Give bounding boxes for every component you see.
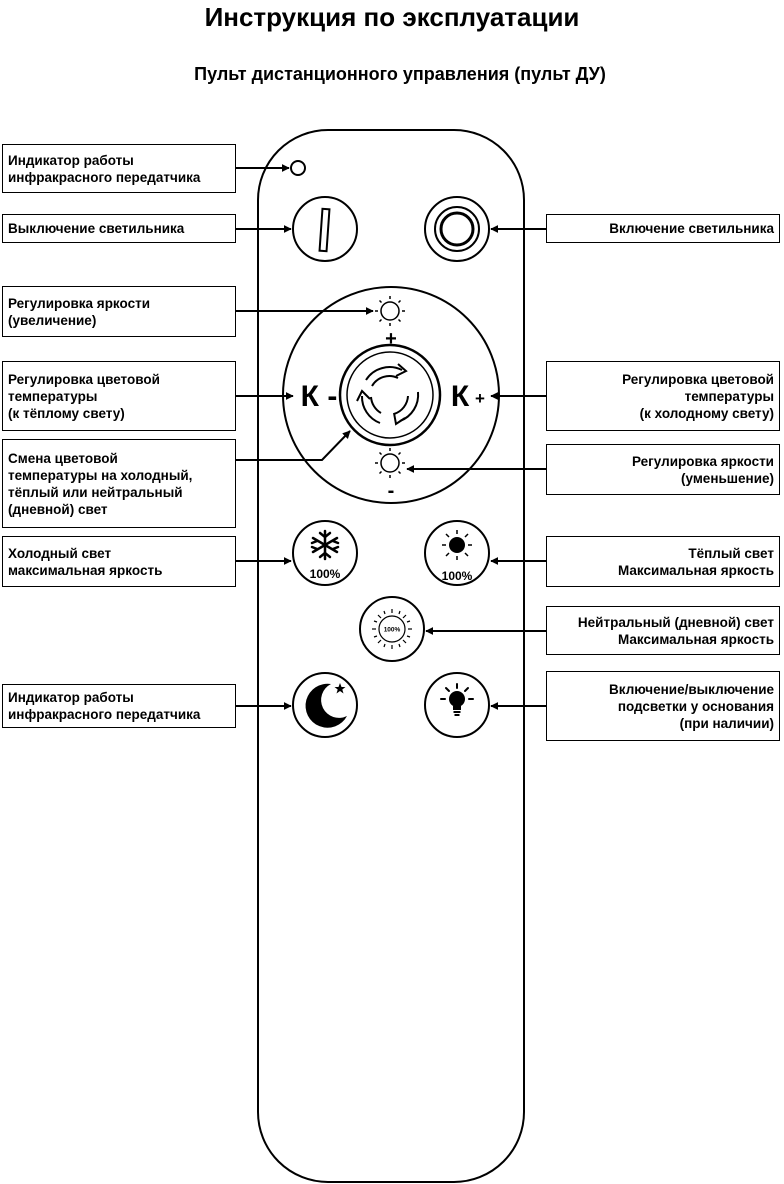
label-line: (к холодному свету) bbox=[639, 405, 774, 421]
power-on-button[interactable] bbox=[424, 196, 490, 262]
k-minus-label: К - bbox=[301, 380, 338, 413]
sun-outline-icon bbox=[375, 448, 405, 478]
label-line: (к тёплому свету) bbox=[8, 405, 125, 421]
night-mode-button[interactable] bbox=[292, 672, 358, 738]
circle-outline-icon bbox=[290, 160, 306, 176]
label-line: Смена цветовой bbox=[8, 450, 118, 466]
double-ring-icon bbox=[434, 206, 480, 252]
sun-rays-icon bbox=[372, 609, 412, 649]
label-line: инфракрасного передатчика bbox=[8, 169, 201, 185]
label-line: температуры bbox=[8, 388, 98, 404]
base-light-button[interactable] bbox=[424, 672, 490, 738]
color-cycle-button[interactable] bbox=[338, 343, 442, 447]
warm-max-button[interactable]: 100% bbox=[424, 520, 490, 586]
warm-percent: 100% bbox=[442, 569, 473, 583]
label-line: (дневной) свет bbox=[8, 501, 108, 517]
sun-filled-icon bbox=[442, 530, 472, 560]
label-line: Регулировка яркости bbox=[8, 295, 151, 311]
label-line: Регулировка цветовой bbox=[8, 371, 160, 387]
label-line: Тёплый свет bbox=[688, 545, 774, 561]
label-line: Максимальная яркость bbox=[618, 562, 774, 578]
recycle-arrows-icon bbox=[356, 363, 420, 426]
label-line: Холодный свет bbox=[8, 545, 112, 561]
vertical-bar-icon bbox=[318, 207, 331, 253]
power-off-button[interactable] bbox=[292, 196, 358, 262]
minus-sign: - bbox=[388, 480, 395, 502]
sun-outline-icon bbox=[375, 296, 405, 326]
label-line: температуры на холодный, bbox=[8, 467, 193, 483]
label-line: температуры bbox=[684, 388, 774, 404]
label-line: подсветки у основания bbox=[617, 698, 774, 714]
label-line: максимальная яркость bbox=[8, 562, 163, 578]
label-line: инфракрасного передатчика bbox=[8, 707, 201, 722]
label-line: Регулировка цветовой bbox=[622, 371, 774, 387]
label-line: Индикатор работы bbox=[8, 152, 134, 168]
label-line: тёплый или нейтральный bbox=[8, 484, 183, 500]
neutral-max-button[interactable]: 100% bbox=[359, 596, 425, 662]
k-letter: К bbox=[451, 380, 470, 413]
label-line: Нейтральный (дневной) свет bbox=[577, 614, 774, 630]
label-line: Максимальная яркость bbox=[618, 631, 774, 647]
leader-arrows bbox=[236, 164, 546, 710]
temp-cold-button[interactable]: К + bbox=[451, 380, 485, 413]
cold-percent: 100% bbox=[310, 567, 341, 581]
label-line: Регулировка яркости bbox=[631, 453, 774, 469]
temp-warm-button[interactable]: К - bbox=[301, 380, 338, 413]
label-brightness-down: Регулировка яркости(уменьшение) bbox=[546, 444, 780, 495]
neutral-percent: 100% bbox=[384, 627, 401, 634]
arrow-temp-cycle bbox=[236, 430, 351, 461]
lightbulb-icon bbox=[440, 683, 474, 716]
label-line: Включение/выключение bbox=[609, 681, 774, 697]
page-title: Инструкция по эксплуатации bbox=[204, 2, 580, 32]
label-line: (увеличение) bbox=[8, 312, 97, 328]
label-line: (уменьшение) bbox=[681, 470, 774, 486]
moon-star-icon bbox=[305, 683, 347, 728]
plus-sign: + bbox=[385, 328, 397, 350]
label-line: (при наличии) bbox=[679, 715, 774, 731]
brightness-down-button[interactable]: - bbox=[375, 448, 405, 502]
page-subtitle: Пульт дистанционного управления (пульт Д… bbox=[194, 64, 606, 84]
brightness-up-button[interactable]: + bbox=[375, 296, 405, 350]
label-night-mode: Индикатор работы инфракрасного передатчик… bbox=[2, 684, 236, 728]
label-power-off: Выключение светильника bbox=[2, 214, 236, 243]
cold-max-button[interactable]: 100% bbox=[292, 520, 358, 586]
k-plus-sign: + bbox=[475, 389, 485, 408]
label-line: Индикатор работы bbox=[8, 690, 134, 705]
label-power-on: Включение светильника bbox=[546, 214, 780, 243]
snowflake-icon bbox=[310, 529, 340, 561]
label-brightness-up: Регулировка яркости(увеличение) bbox=[2, 286, 236, 337]
label-line: Включение светильника bbox=[609, 221, 774, 236]
ir-led bbox=[290, 160, 306, 176]
label-line: Выключение светильника bbox=[8, 221, 185, 236]
